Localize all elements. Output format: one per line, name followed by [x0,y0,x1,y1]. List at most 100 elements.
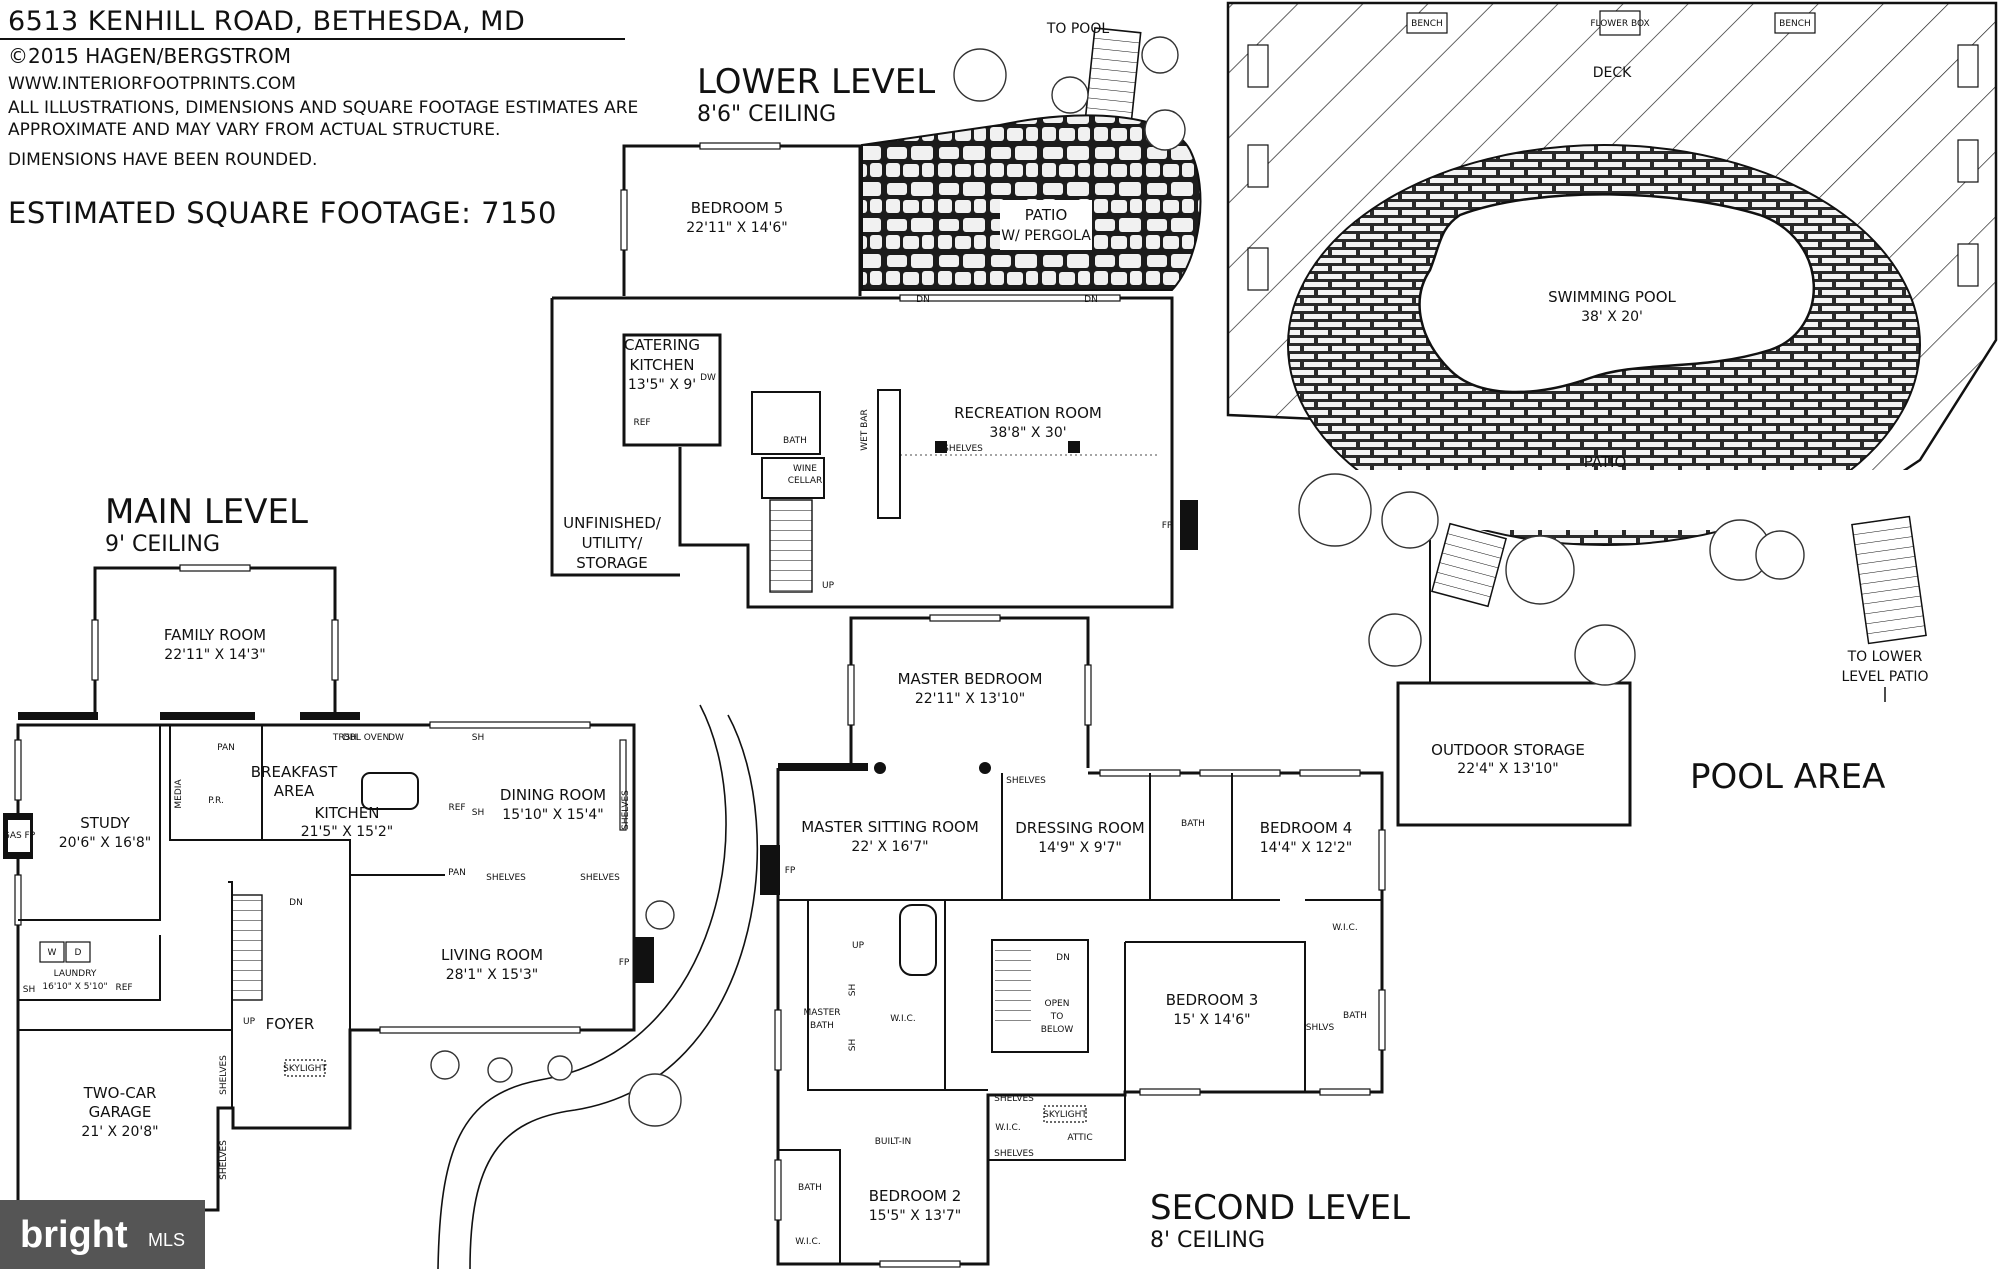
living-name: LIVING ROOM [441,946,543,964]
bedroom-4-dim: 14'4" X 12'2" [1260,840,1353,856]
breakfast-name1: BREAKFAST [251,763,338,781]
second-level-plan: MASTER BEDROOM 22'11" X 13'10" FP MASTER… [760,614,1386,1268]
dressing-name: DRESSING ROOM [1015,819,1145,837]
catering-dim: 13'5" X 9' [628,377,696,393]
disclaimer-line-2: APPROXIMATE AND MAY VARY FROM ACTUAL STR… [8,120,501,140]
dn-tag: DN [916,295,930,305]
to-lower-patio-2: LEVEL PATIO [1841,669,1928,685]
garage-dim: 21' X 20'8" [81,1124,158,1140]
dryer-tag: D [75,948,82,958]
shelves-tag: SHELVES [580,873,620,883]
study-name: STUDY [80,814,130,832]
bath-tag: BATH [798,1183,822,1193]
outdoor-storage-dim: 22'4" X 13'10" [1457,761,1558,777]
attic-name: ATTIC [1067,1133,1092,1143]
bedroom-2-dim: 15'5" X 13'7" [869,1208,962,1224]
lower-stairs [769,499,813,593]
family-room-name: FAMILY ROOM [164,626,266,644]
recreation-dim: 38'8" X 30' [989,425,1066,441]
dressing-dim: 14'9" X 9'7" [1038,840,1122,856]
pan-tag: PAN [217,743,235,753]
garage-name2: GARAGE [89,1103,152,1121]
pan-tag: PAN [448,868,466,878]
badge-brand: bright [20,1214,128,1256]
master-bedroom-name: MASTER BEDROOM [898,670,1043,688]
pool-area-name: POOL AREA [1690,757,1886,797]
master-bath-name1: MASTER [803,1008,840,1018]
sh-tag: SH [472,808,484,818]
outdoor-storage [1396,681,1632,827]
flower-box-tag: FLOWER BOX [1590,19,1649,29]
laundry-dim: 16'10" X 5'10" [42,982,107,992]
swimming-pool-dim: 38' X 20' [1581,309,1643,325]
wine-cellar-name2: CELLAR [788,476,823,486]
fp-tag: FP [1162,521,1173,531]
master-sitting-dim: 22' X 16'7" [851,839,928,855]
patio-pergola-name: PATIO [1025,206,1068,224]
square-footage: ESTIMATED SQUARE FOOTAGE: 7150 [8,196,557,230]
wic-tag: W.I.C. [795,1237,820,1247]
pool-area-title: POOL AREA [1690,757,1885,797]
wic-tag: W.I.C. [890,1014,915,1024]
pool-steps-left [1431,522,1507,608]
swimming-pool-name: SWIMMING POOL [1548,288,1676,306]
sh-tag: SH [472,733,484,743]
wic-tag: W.I.C. [995,1123,1020,1133]
bench-tag: BENCH [1779,19,1811,29]
sh-tag: SH [23,985,35,995]
skylight-tag: SKYLIGHT [1043,1110,1087,1120]
wet-bar-tag: WET BAR [860,409,870,451]
swimming-pool-shape [1418,193,1815,394]
second-level-name: SECOND LEVEL [1150,1188,1411,1228]
wine-cellar-name1: WINE [793,464,817,474]
disclaimer-line-1: ALL ILLUSTRATIONS, DIMENSIONS AND SQUARE… [8,98,639,118]
main-level-plan: FAMILY ROOM 22'11" X 14'3" GAS FP STUDY … [3,564,759,1269]
shlvs-tag: SHLVS [1306,1023,1335,1033]
fp-tag: FP [785,866,796,876]
badge-suffix: MLS [148,1230,186,1250]
shelves-tag: SHELVES [1006,776,1046,786]
bath-tag: BATH [1181,819,1205,829]
living-dim: 28'1" X 15'3" [446,967,539,983]
up-tag: UP [852,941,865,951]
ref-tag: REF [115,983,132,993]
to-pool-label: TO POOL [1046,21,1110,37]
gas-fp-tag: GAS FP [3,831,36,841]
foyer-name: FOYER [266,1015,315,1033]
washer-tag: W [48,948,57,958]
kitchen-dim: 21'5" X 15'2" [301,824,394,840]
second-level-title: SECOND LEVEL 8' CEILING [1150,1188,1410,1253]
bedroom-4-name: BEDROOM 4 [1260,819,1353,837]
lower-bath-name: BATH [783,436,807,446]
lower-level-name: LOWER LEVEL [697,62,936,102]
dw-tag: DW [388,733,404,743]
lower-level-ceiling: 8'6" CEILING [697,102,837,127]
main-stairs [231,894,263,1001]
media-tag: MEDIA [174,779,184,809]
ref-tag: REF [633,418,650,428]
built-in-tag: BUILT-IN [875,1137,912,1147]
catering-name2: KITCHEN [630,356,695,374]
main-level-ceiling: 9' CEILING [105,532,221,557]
driveway [437,704,727,1269]
catering-kitchen-walls [622,333,722,447]
garage-name1: TWO-CAR [83,1084,157,1102]
open-below-name2: TO [1050,1012,1064,1022]
disclaimer-line-3: DIMENSIONS HAVE BEEN ROUNDED. [8,150,318,170]
open-to-below [991,939,1089,1053]
bedroom-3-dim: 15' X 14'6" [1173,1012,1250,1028]
family-room-dim: 22'11" X 14'3" [164,647,265,663]
recreation-name: RECREATION ROOM [954,404,1102,422]
master-sitting-name: MASTER SITTING ROOM [801,818,979,836]
wet-bar [877,389,901,519]
up-tag: UP [243,1017,256,1027]
copyright: ©2015 HAGEN/BERGSTROM [8,44,292,68]
lower-bath [751,391,821,455]
kitchen-island [361,772,419,810]
property-address: 6513 KENHILL ROAD, BETHESDA, MD [8,6,526,37]
master-bath-name2: BATH [810,1021,834,1031]
utility-name3: STORAGE [576,554,647,572]
to-lower-patio-1: TO LOWER [1847,649,1923,665]
fp-tag: FP [619,958,630,968]
